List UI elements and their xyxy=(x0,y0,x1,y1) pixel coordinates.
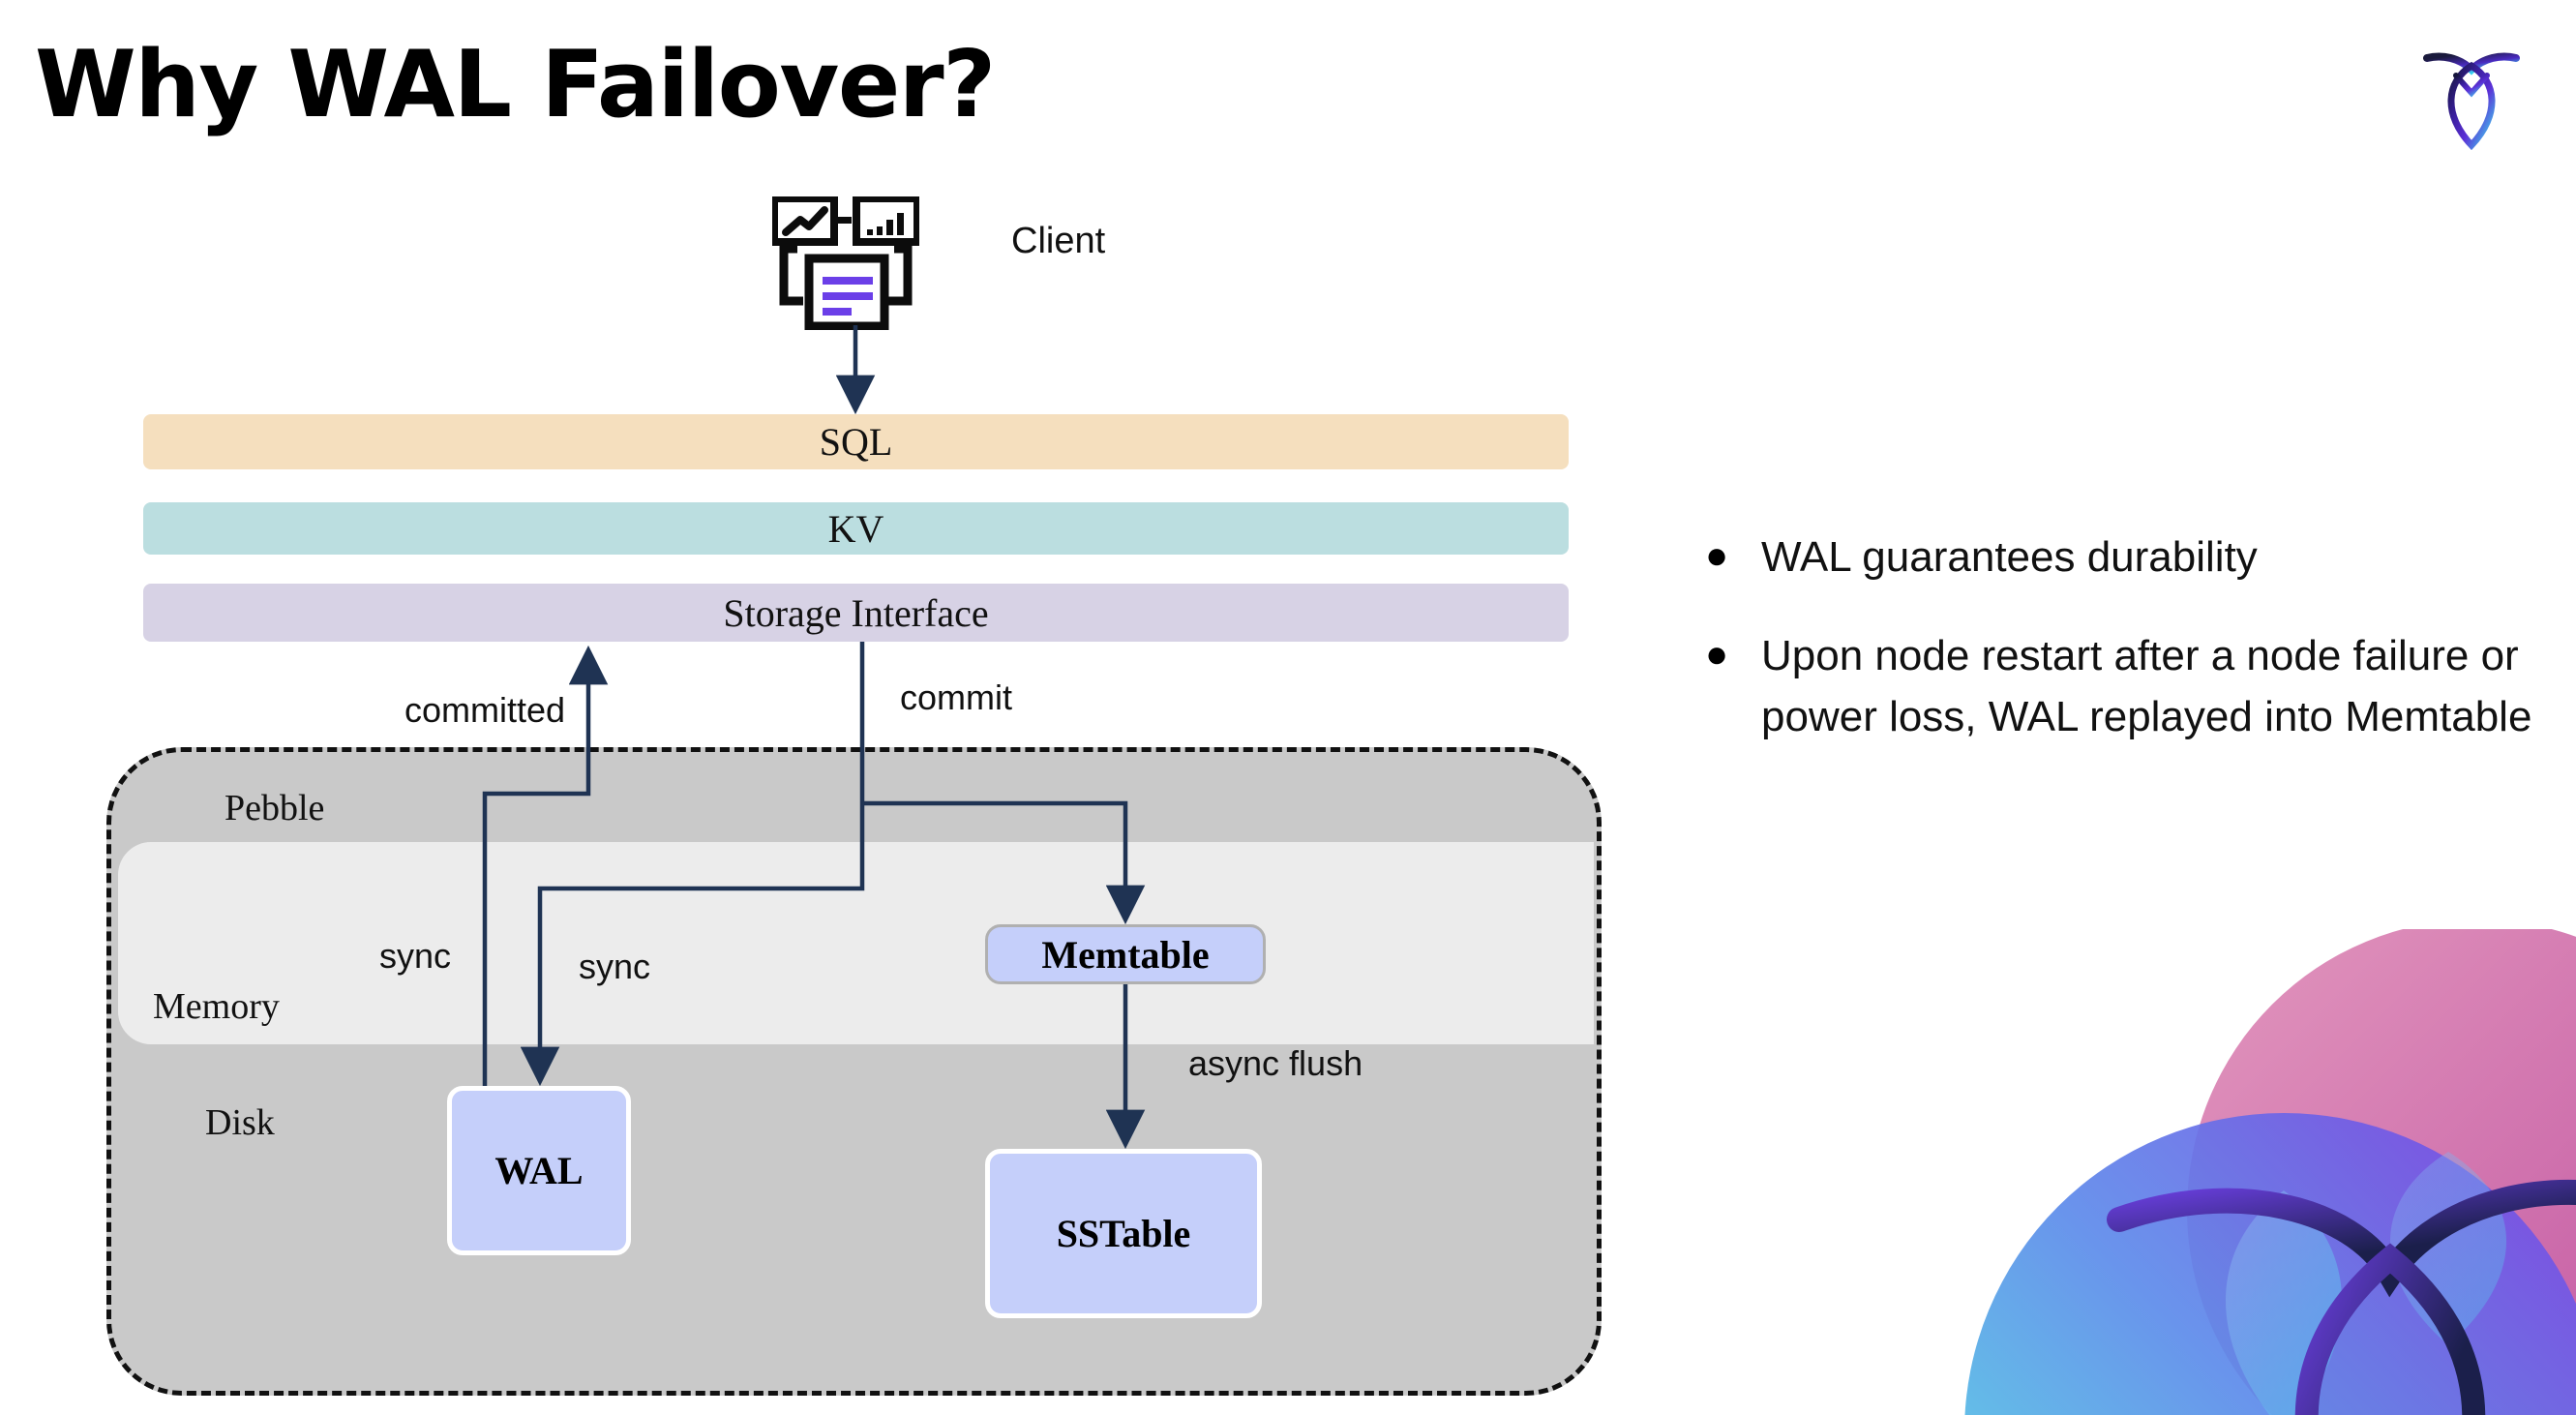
memory-zone xyxy=(118,842,1594,1044)
node-sstable-label: SSTable xyxy=(1056,1212,1191,1255)
pebble-label: Pebble xyxy=(225,788,325,828)
node-wal-label: WAL xyxy=(494,1149,584,1192)
bullet-list: ● WAL guarantees durability ● Upon node … xyxy=(1705,527,2537,786)
stack-bar-sql: SQL xyxy=(143,414,1569,469)
bullet-text: WAL guarantees durability xyxy=(1761,533,2258,581)
memory-label: Memory xyxy=(153,986,280,1027)
cockroachdb-logo-icon xyxy=(2423,52,2520,151)
node-memtable: Memtable xyxy=(985,924,1266,984)
stack-bar-kv: KV xyxy=(143,502,1569,555)
edge-label-commit: commit xyxy=(900,677,1012,717)
list-item: ● Upon node restart after a node failure… xyxy=(1705,626,2537,747)
stack-bar-storage-label: Storage Interface xyxy=(723,590,989,635)
stack-bar-kv-label: KV xyxy=(827,506,884,551)
page-title: Why WAL Failover? xyxy=(35,32,996,138)
disk-label: Disk xyxy=(205,1102,275,1143)
edge-label-sync-right: sync xyxy=(579,947,651,986)
bullet-marker-icon: ● xyxy=(1705,534,1729,577)
node-sstable: SSTable xyxy=(985,1149,1262,1318)
list-item: ● WAL guarantees durability xyxy=(1705,527,2537,587)
node-memtable-label: Memtable xyxy=(1041,932,1210,977)
stack-bar-storage-interface: Storage Interface xyxy=(143,584,1569,642)
decorative-watermark-icon xyxy=(1964,929,2576,1415)
edge-label-async-flush: async flush xyxy=(1188,1043,1363,1083)
edge-label-sync-left: sync xyxy=(379,936,452,976)
stack-bar-sql-label: SQL xyxy=(819,420,893,464)
node-wal: WAL xyxy=(447,1086,631,1255)
client-dashboard-icon xyxy=(772,196,919,330)
bullet-text: Upon node restart after a node failure o… xyxy=(1761,632,2532,740)
edge-label-committed: committed xyxy=(404,690,566,730)
client-label: Client xyxy=(1011,221,1106,261)
bullet-marker-icon: ● xyxy=(1705,633,1729,677)
